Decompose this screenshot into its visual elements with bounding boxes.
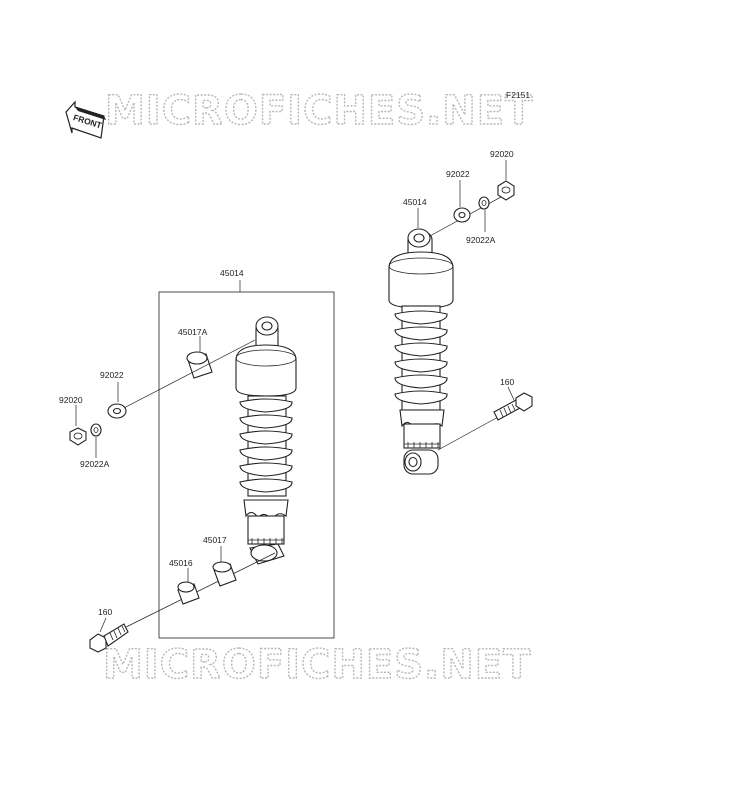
washer-icon — [453, 207, 471, 223]
bushing-icon — [186, 351, 213, 379]
assembly-axis-top-left — [119, 339, 256, 411]
nut-icon — [497, 180, 515, 201]
watermark-top: MICROFICHES.NET — [105, 88, 533, 134]
leader-160-right — [507, 386, 515, 401]
label-45017: 45017 — [203, 535, 227, 545]
label-92020-left: 92020 — [59, 395, 83, 405]
assembly-axis-bottom-right — [437, 415, 501, 451]
label-45017a: 45017A — [178, 327, 208, 337]
label-92022a-left: 92022A — [80, 459, 110, 469]
figure-code: F2151 — [506, 90, 530, 100]
assembly-bracket — [158, 291, 335, 639]
shock-absorber-icon — [388, 228, 454, 475]
watermark-bottom: MICROFICHES.NET — [103, 642, 531, 688]
label-45016: 45016 — [169, 558, 193, 568]
bolt-icon — [493, 392, 533, 421]
washer-icon — [107, 403, 127, 419]
front-arrow-icon: FRONT — [65, 100, 106, 139]
shock-absorber-icon — [235, 316, 297, 565]
nut-icon — [69, 427, 87, 446]
label-92022-left: 92022 — [100, 370, 124, 380]
label-92022-right: 92022 — [446, 169, 470, 179]
label-45014-right: 45014 — [403, 197, 427, 207]
bushing-icon — [177, 581, 200, 605]
label-160-right: 160 — [500, 377, 514, 387]
washer-icon — [478, 196, 490, 210]
label-92020-right: 92020 — [490, 149, 514, 159]
bolt-icon — [89, 623, 129, 653]
washer-icon — [90, 423, 102, 437]
bushing-icon — [212, 561, 237, 587]
label-45014-left: 45014 — [220, 268, 244, 278]
leader-160-left — [99, 617, 107, 633]
label-92022a-right: 92022A — [466, 235, 496, 245]
label-160-left: 160 — [98, 607, 112, 617]
